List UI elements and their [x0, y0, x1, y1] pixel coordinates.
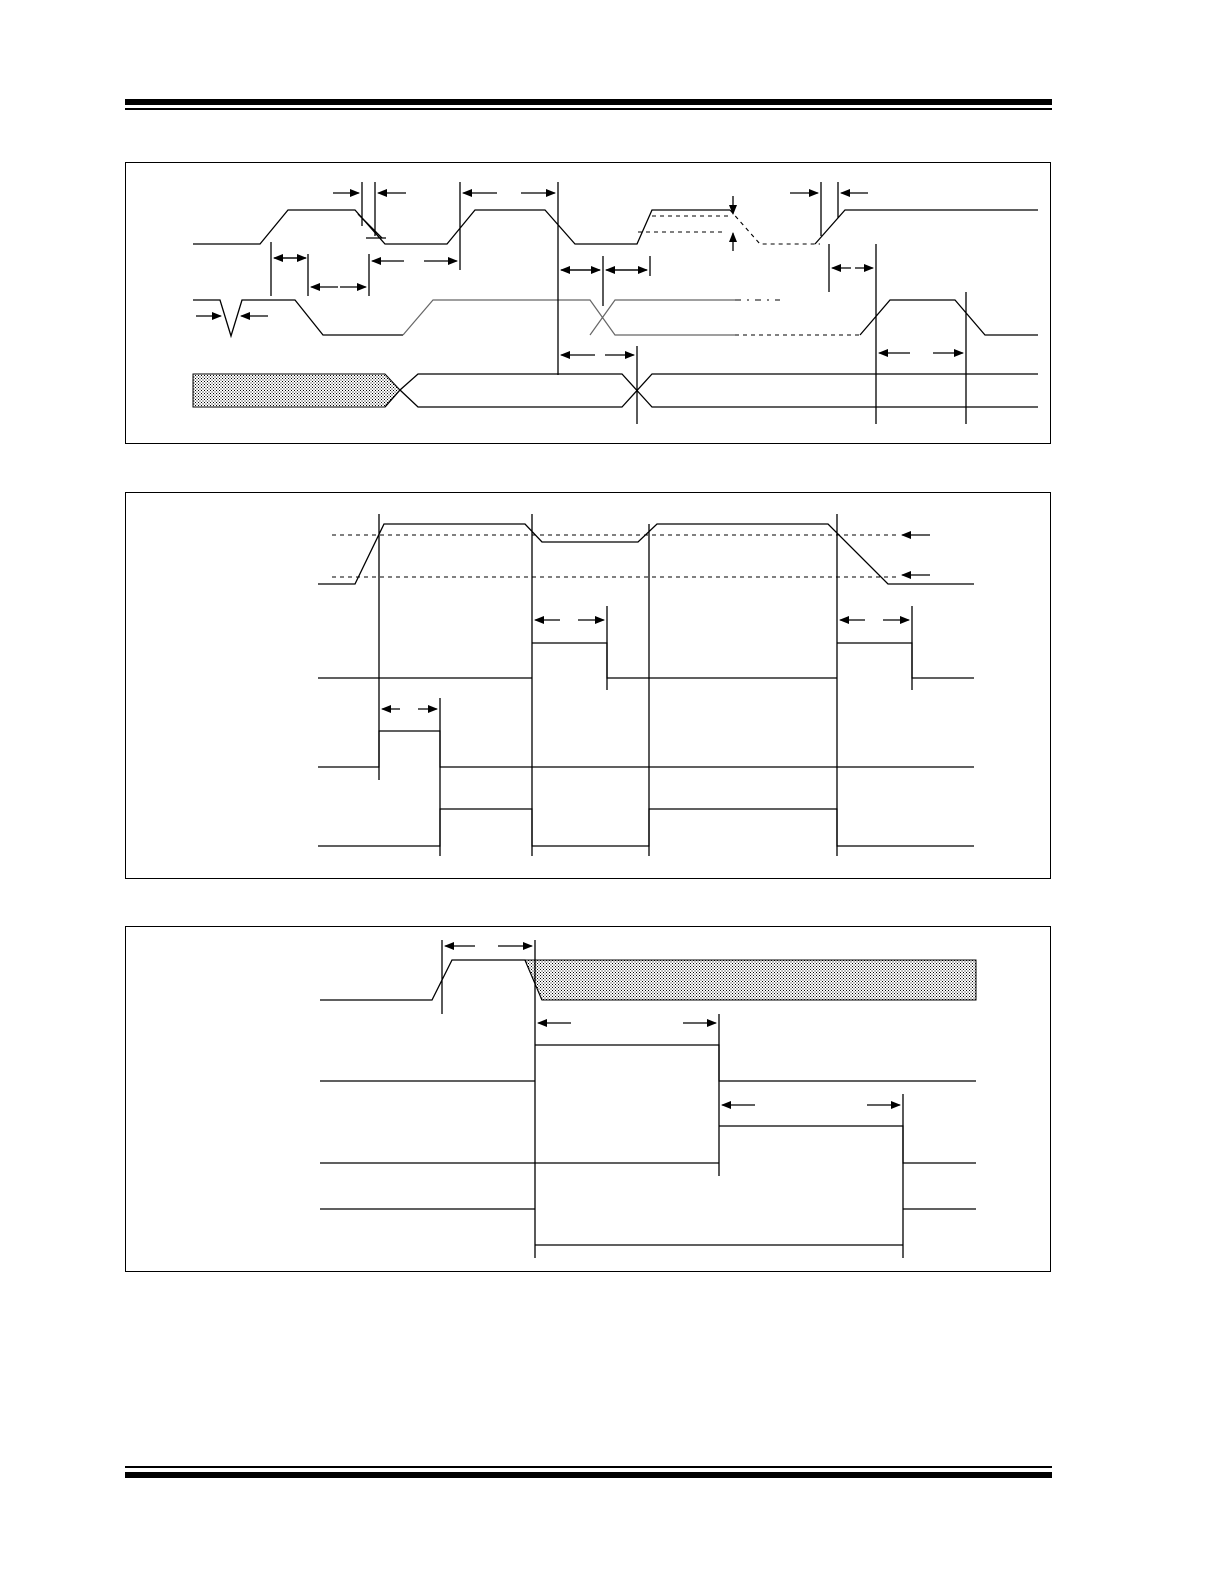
- figure-1-signal-data: [193, 299, 1038, 339]
- timing-diagram-2: [125, 492, 1051, 879]
- figure-1-dimension-arrows: [196, 189, 964, 359]
- header-rule-thick: [125, 99, 1052, 105]
- figure-1-signal-bus: [192, 373, 1038, 408]
- footer-rule-thick: [125, 1472, 1052, 1478]
- figure-2-signal-d: [318, 808, 974, 847]
- footer-rule-thin: [125, 1466, 1052, 1468]
- figure-3-signal-d: [320, 1208, 976, 1246]
- figure-2-dimension-arrows: [381, 616, 910, 713]
- figure-1-signal-clock: [193, 209, 1038, 245]
- figure-3-signal-c: [320, 1125, 976, 1164]
- figure-3-signal-a: [320, 959, 977, 1001]
- figure-3-timing-markers: [441, 940, 904, 1258]
- header-rule-thin: [125, 108, 1052, 110]
- figure-2-signal-c: [318, 730, 974, 768]
- figure-2-timing-markers: [378, 514, 913, 856]
- figure-2-signal-b: [318, 642, 974, 679]
- figure-2-signal-supply: [318, 523, 974, 585]
- figure-3-signal-b: [320, 1044, 976, 1082]
- figure-3-dimension-arrows: [444, 942, 901, 1109]
- figure-1-timing-markers: [270, 182, 967, 424]
